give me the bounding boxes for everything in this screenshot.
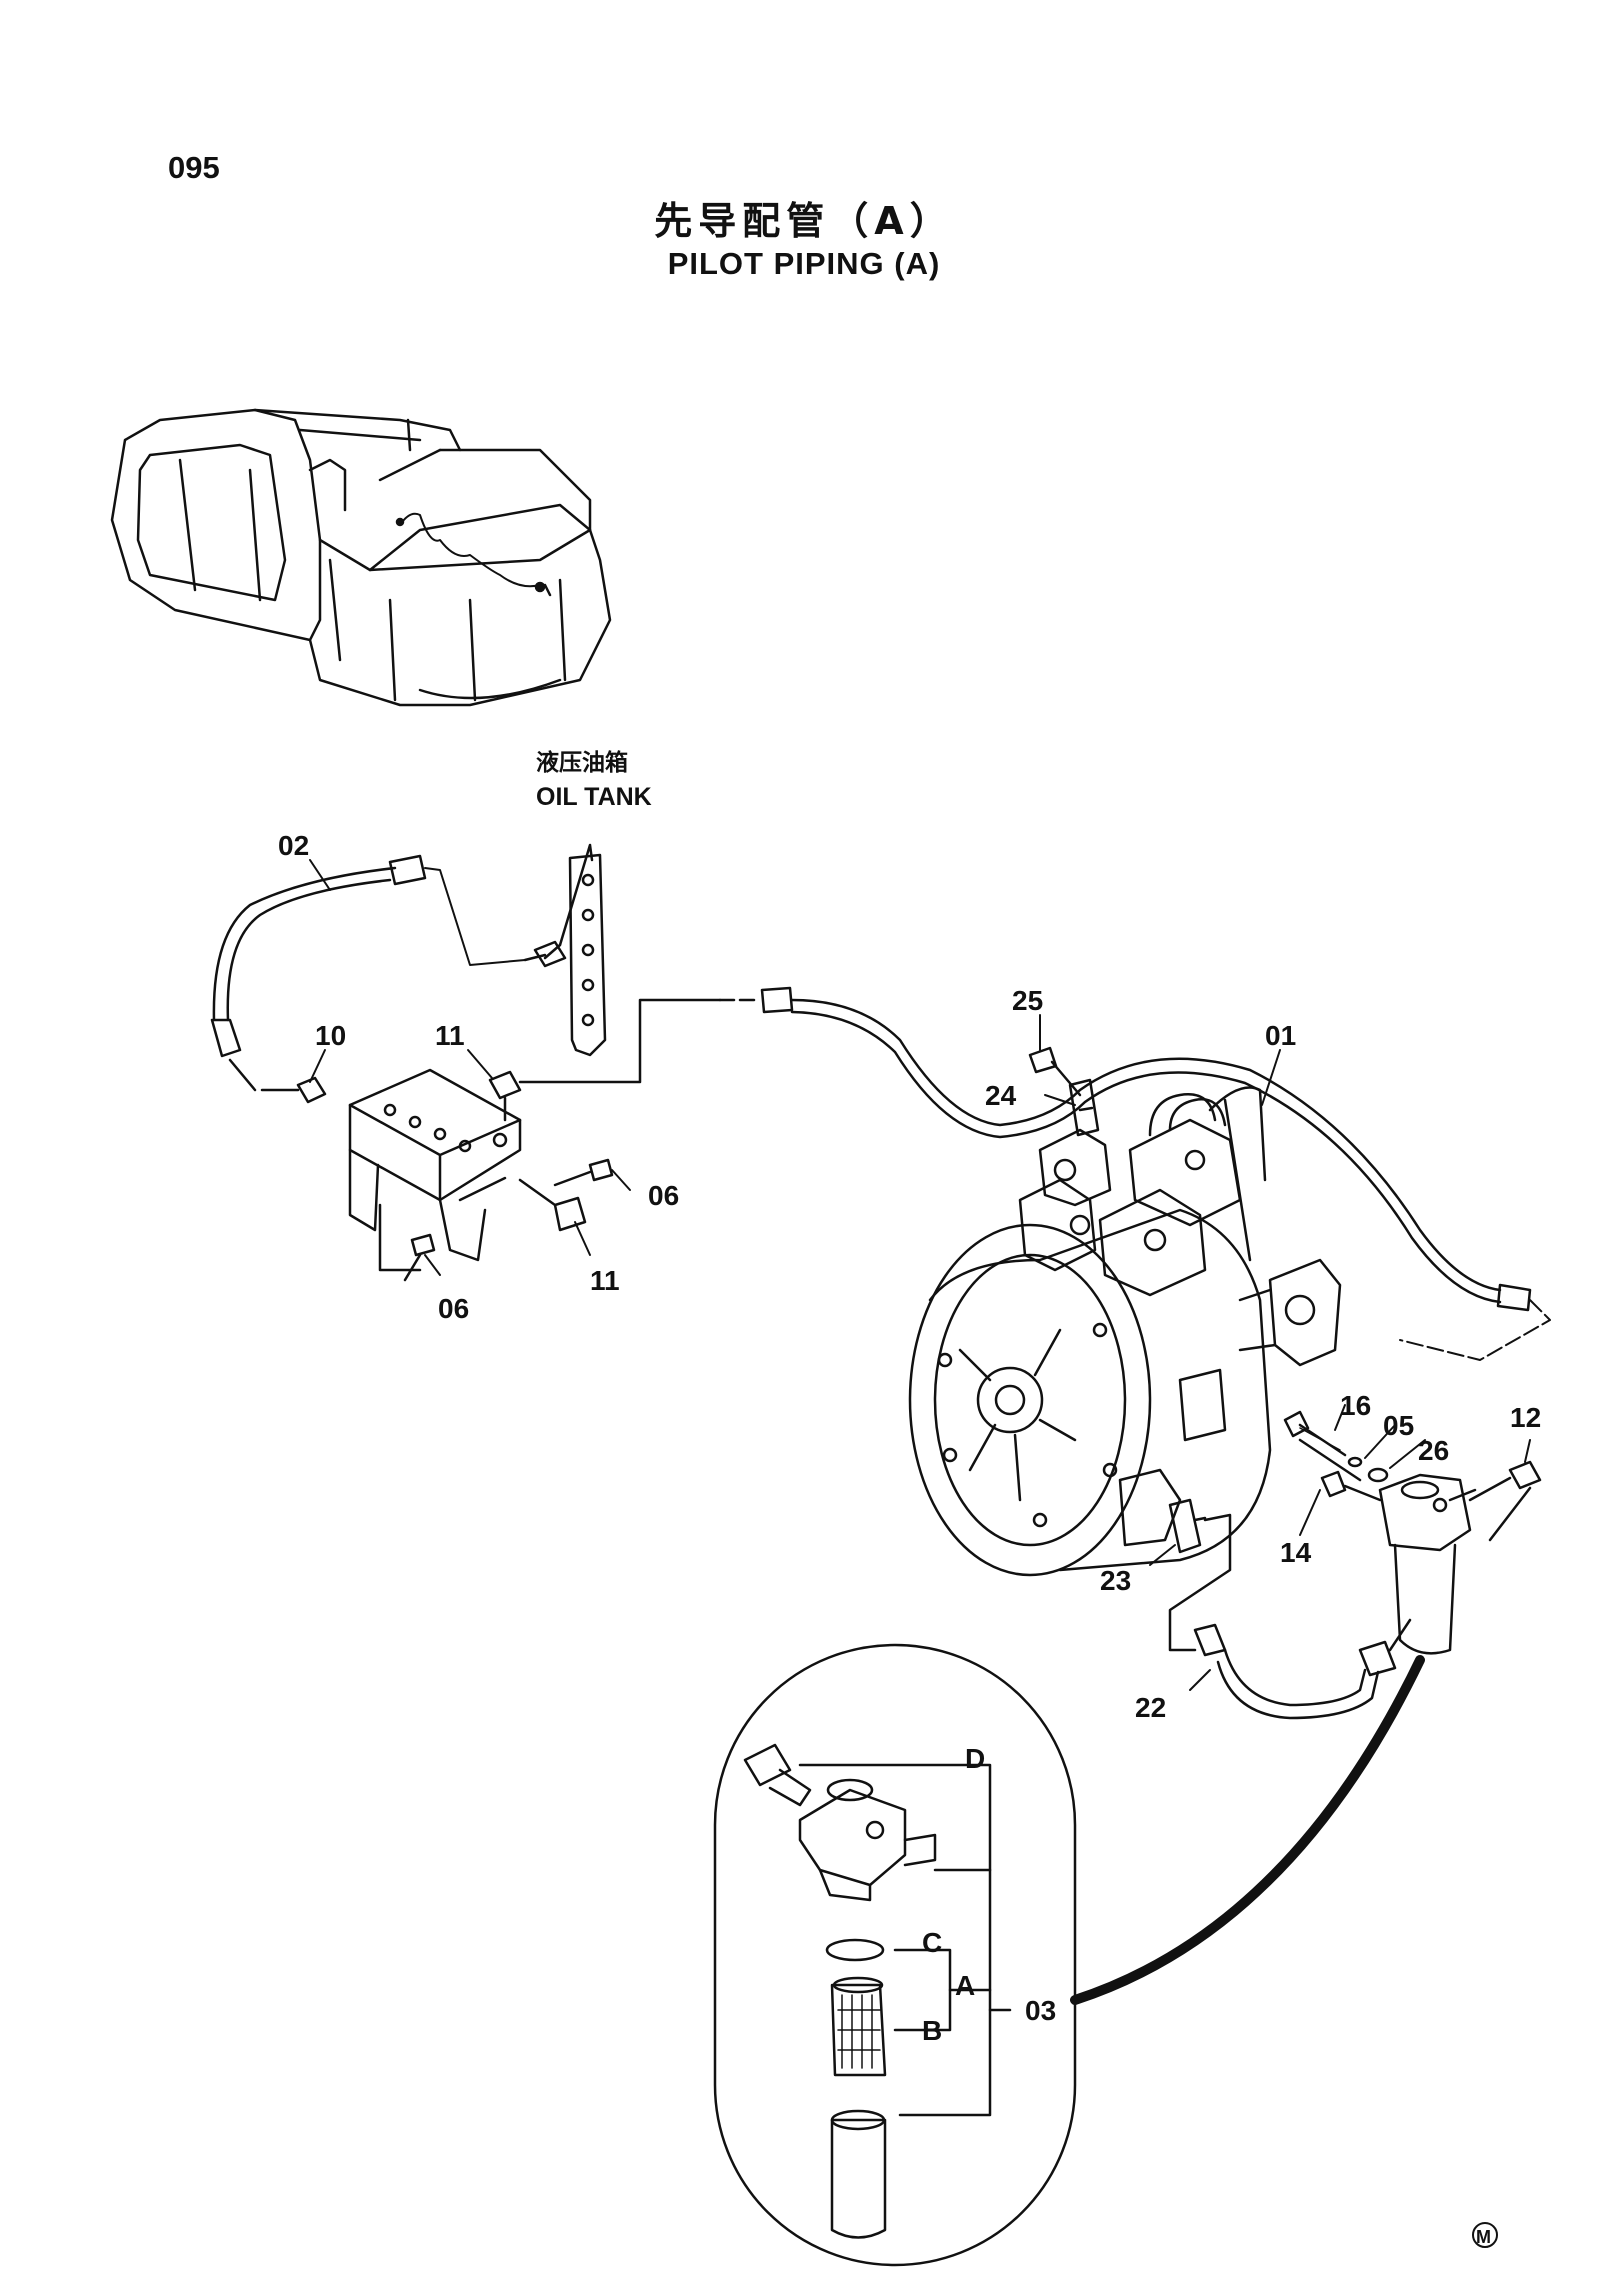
excavator-overview xyxy=(110,408,612,707)
filter-assembly xyxy=(1298,1438,1477,1655)
callout-12: 12 xyxy=(1510,1402,1541,1433)
callout-16: 16 xyxy=(1340,1390,1371,1421)
leader-lines xyxy=(309,859,1531,2248)
detail-connector xyxy=(1070,1655,1425,2005)
oil-tank-fitting xyxy=(523,940,567,968)
callout-06-right: 06 xyxy=(648,1180,679,1211)
callout-26: 26 xyxy=(1418,1435,1449,1466)
valve-block xyxy=(348,1068,522,1272)
label-oil-tank-en: OIL TANK xyxy=(536,783,652,811)
callout-10: 10 xyxy=(315,1020,346,1051)
fitting-12 xyxy=(1468,1460,1542,1542)
detail-oval xyxy=(713,1643,1077,2267)
bolt-06-right xyxy=(553,1158,614,1187)
fitting-14 xyxy=(1320,1470,1382,1502)
bolt-16 xyxy=(1283,1410,1347,1457)
sub-label-a: A xyxy=(955,1970,975,2001)
callout-25: 25 xyxy=(1012,985,1043,1016)
circled-m-mark: M xyxy=(1476,2227,1491,2247)
valve-23 xyxy=(1168,1498,1232,1652)
callout-05: 05 xyxy=(1383,1410,1414,1441)
hose-22 xyxy=(1193,1618,1412,1720)
hose-01 xyxy=(718,986,1532,1312)
callout-23: 23 xyxy=(1100,1565,1131,1596)
fitting-11-top xyxy=(488,998,722,1122)
bolt-06-bottom xyxy=(403,1233,436,1282)
leader-02-tank xyxy=(424,867,526,966)
fitting-11-bottom xyxy=(518,1178,587,1232)
label-oil-tank-cn: 液压油箱 xyxy=(536,749,628,776)
title-chinese: 先导配管（A） xyxy=(654,199,954,243)
fitting-10 xyxy=(260,1076,327,1104)
sub-label-b: B xyxy=(922,2015,942,2046)
title-english: PILOT PIPING (A) xyxy=(667,246,941,281)
callout-24: 24 xyxy=(985,1080,1017,1111)
sub-label-c: C xyxy=(922,1927,942,1958)
leader-01-filter xyxy=(1399,1299,1551,1361)
callout-11-bottom: 11 xyxy=(590,1265,620,1296)
washer-26 xyxy=(1367,1467,1389,1483)
bolt-25 xyxy=(1028,1046,1082,1097)
callout-01: 01 xyxy=(1265,1020,1296,1051)
callout-03: 03 xyxy=(1025,1995,1056,2026)
callout-06-bottom: 06 xyxy=(438,1293,469,1324)
hose-02 xyxy=(210,854,427,1092)
page-number: 095 xyxy=(168,150,220,185)
pump-assembly xyxy=(908,1086,1342,1577)
callout-02: 02 xyxy=(278,830,309,861)
callout-11-top: 11 xyxy=(435,1020,465,1051)
washer-05 xyxy=(1347,1456,1363,1468)
sub-label-d: D xyxy=(965,1743,985,1774)
callout-14: 14 xyxy=(1280,1537,1312,1568)
callout-22: 22 xyxy=(1135,1692,1166,1723)
oil-tank-plate xyxy=(543,843,607,1057)
clamp-24 xyxy=(1068,1078,1100,1137)
